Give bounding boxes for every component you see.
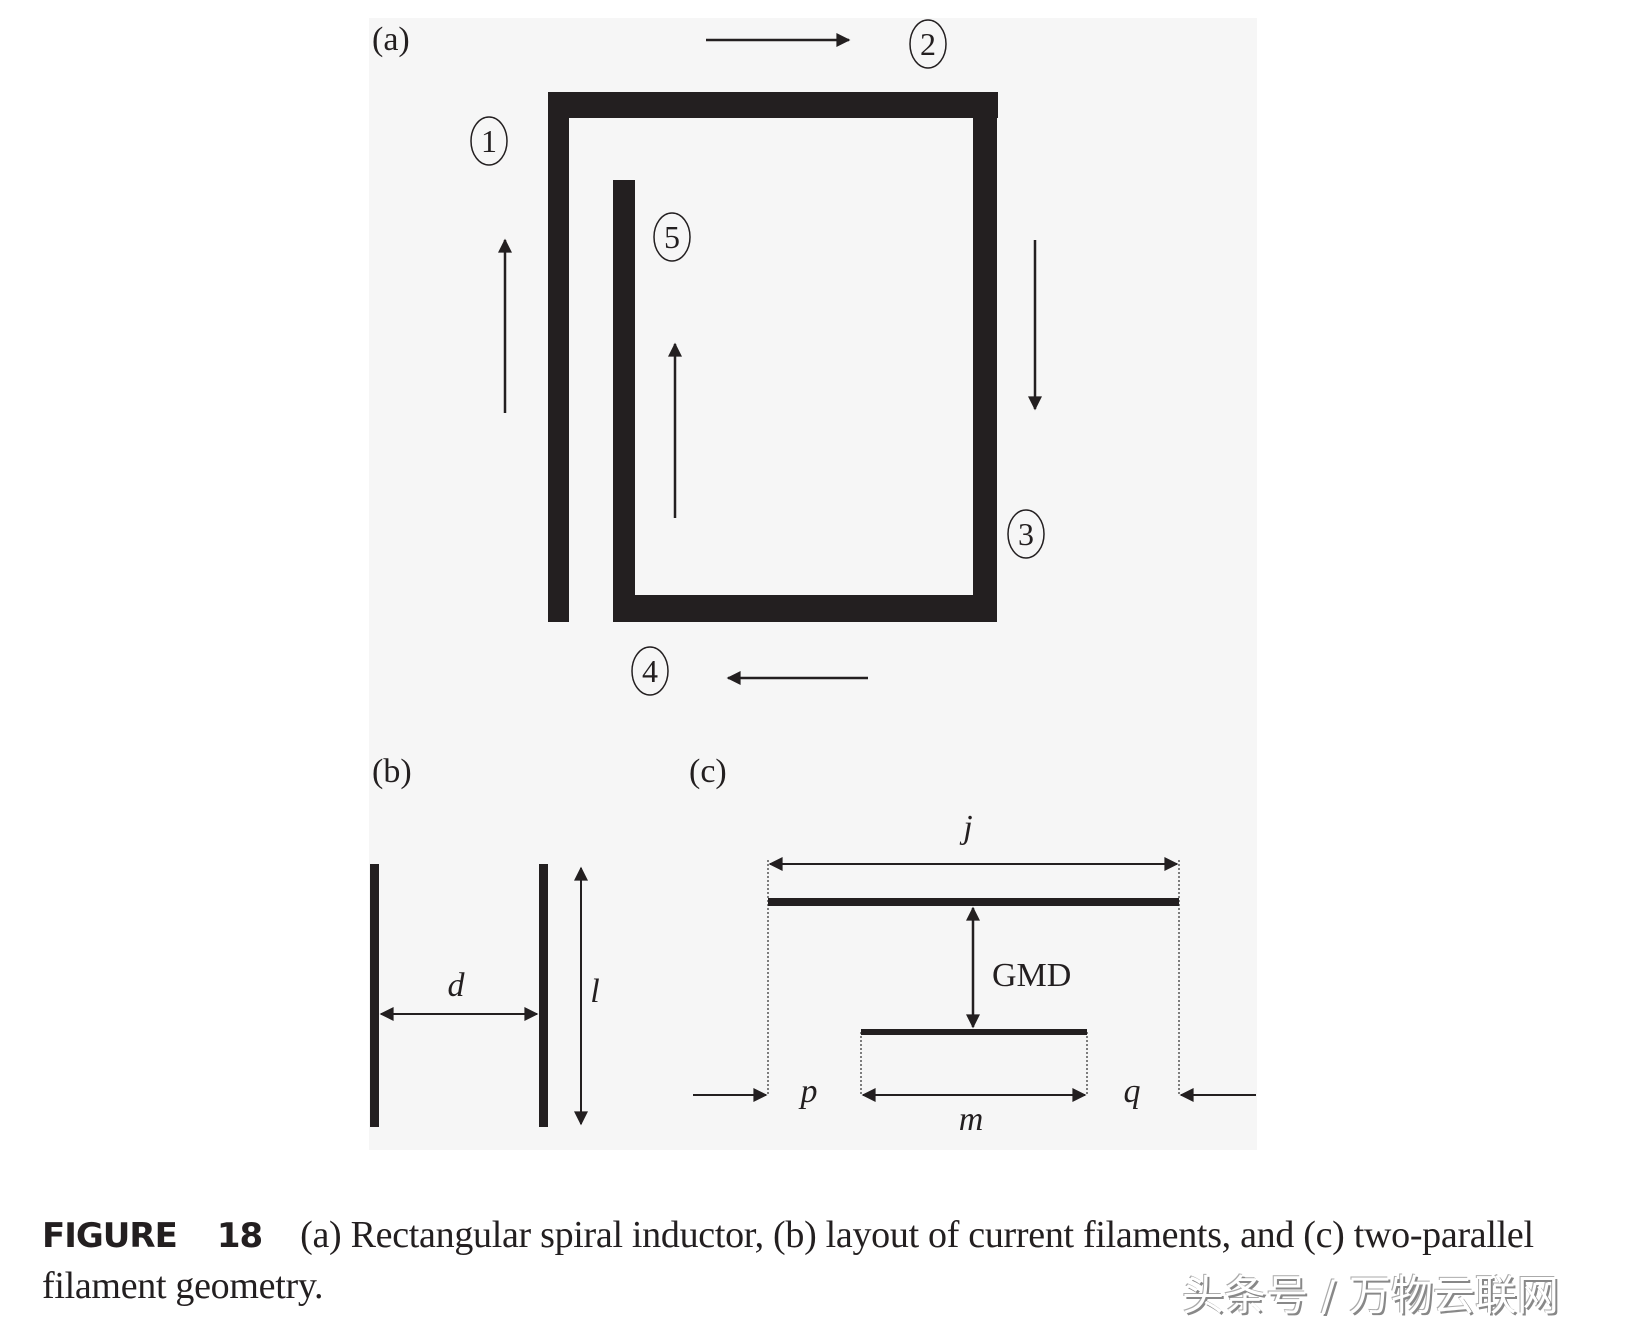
spiral-top-segment bbox=[548, 92, 998, 118]
panel-b-label: (b) bbox=[372, 753, 412, 790]
svg-text:2: 2 bbox=[920, 26, 936, 62]
m-label: m bbox=[959, 1101, 984, 1138]
figure-word: FIGURE bbox=[42, 1216, 178, 1256]
j-label: j bbox=[959, 809, 972, 846]
distance-label: d bbox=[448, 967, 466, 1004]
upper-filament bbox=[768, 898, 1179, 906]
gmd-label: GMD bbox=[992, 957, 1071, 994]
lower-filament bbox=[861, 1029, 1087, 1035]
spiral-inner-left-segment bbox=[613, 180, 635, 622]
segment-marker-2: 2 bbox=[909, 19, 947, 69]
segment-marker-3: 3 bbox=[1007, 509, 1045, 559]
filament-left bbox=[370, 864, 379, 1127]
filament-right bbox=[539, 864, 548, 1127]
panel-a-label: (a) bbox=[372, 21, 410, 58]
figure-panel-background bbox=[369, 18, 1257, 1150]
panel-c: (c) j GMD p m q bbox=[689, 753, 1256, 1138]
spiral-bottom-segment bbox=[613, 595, 997, 622]
length-label: l bbox=[590, 973, 599, 1010]
watermark: 头条号 / 万物云联网 bbox=[1182, 1271, 1559, 1320]
panel-b: (b) d l bbox=[370, 753, 600, 1127]
q-label: q bbox=[1124, 1073, 1141, 1110]
segment-marker-5: 5 bbox=[653, 212, 691, 262]
spiral-inductor bbox=[548, 92, 998, 622]
spiral-right-segment bbox=[973, 92, 997, 622]
extension-lines bbox=[767, 860, 1180, 1095]
svg-text:5: 5 bbox=[664, 219, 680, 255]
segment-marker-4: 4 bbox=[631, 646, 669, 696]
svg-text:4: 4 bbox=[642, 653, 658, 689]
panel-a: (a) 1 2 3 4 bbox=[372, 19, 1045, 696]
p-label: p bbox=[799, 1073, 818, 1110]
svg-text:1: 1 bbox=[481, 123, 497, 159]
svg-text:3: 3 bbox=[1018, 516, 1034, 552]
figure-number: 18 bbox=[216, 1216, 263, 1256]
spiral-outer-left-segment bbox=[548, 92, 569, 622]
caption-text: (a) Rectangular spiral inductor, (b) lay… bbox=[42, 1214, 1534, 1307]
panel-c-label: (c) bbox=[689, 753, 727, 790]
segment-marker-1: 1 bbox=[470, 116, 508, 166]
figure-caption: FIGURE 18(a) Rectangular spiral inductor,… bbox=[42, 1210, 1602, 1311]
